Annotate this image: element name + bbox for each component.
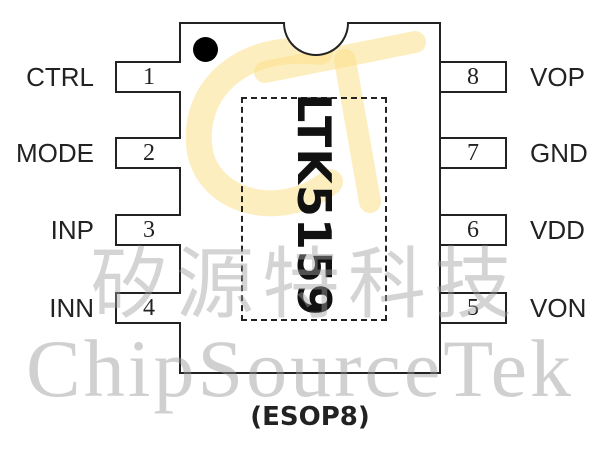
pin-8-number: 8 xyxy=(467,63,479,90)
pin-5-number: 5 xyxy=(467,294,479,321)
pin-3-label: INP xyxy=(50,215,94,245)
pin-7-number: 7 xyxy=(467,139,479,166)
watermark-logo-icon xyxy=(185,31,426,217)
pin-2-number: 2 xyxy=(143,139,155,166)
pin-3-number: 3 xyxy=(143,216,155,243)
pin-4-box: 4 xyxy=(115,292,181,324)
pin-5-box: 5 xyxy=(441,292,507,324)
pin-8-label: VOP xyxy=(530,62,585,92)
exposed-pad-outline xyxy=(241,97,387,321)
pin-2-box: 2 xyxy=(115,137,181,169)
pin-6-label: VDD xyxy=(530,215,585,245)
pin-2-label: MODE xyxy=(16,138,94,168)
pin-6-number: 6 xyxy=(467,216,479,243)
pin-6-box: 6 xyxy=(441,214,507,246)
pin-1-number: 1 xyxy=(143,63,155,90)
pin-8-box: 8 xyxy=(441,61,507,93)
package-label: (ESOP8) xyxy=(250,402,370,432)
pin-1-label: CTRL xyxy=(26,62,94,92)
watermark-english-text: ChipSourceTek xyxy=(26,323,574,414)
watermark-chinese-text: 矽源特科技 xyxy=(89,240,520,330)
pin-4-number: 4 xyxy=(143,294,155,321)
pin-4-label: INN xyxy=(49,293,94,323)
pin1-indicator-dot xyxy=(193,37,218,62)
pin-7-box: 7 xyxy=(441,137,507,169)
pin-7-label: GND xyxy=(530,138,588,168)
pin-1-box: 1 xyxy=(115,61,181,93)
pin-5-label: VON xyxy=(530,293,587,323)
pin-3-box: 3 xyxy=(115,214,181,246)
